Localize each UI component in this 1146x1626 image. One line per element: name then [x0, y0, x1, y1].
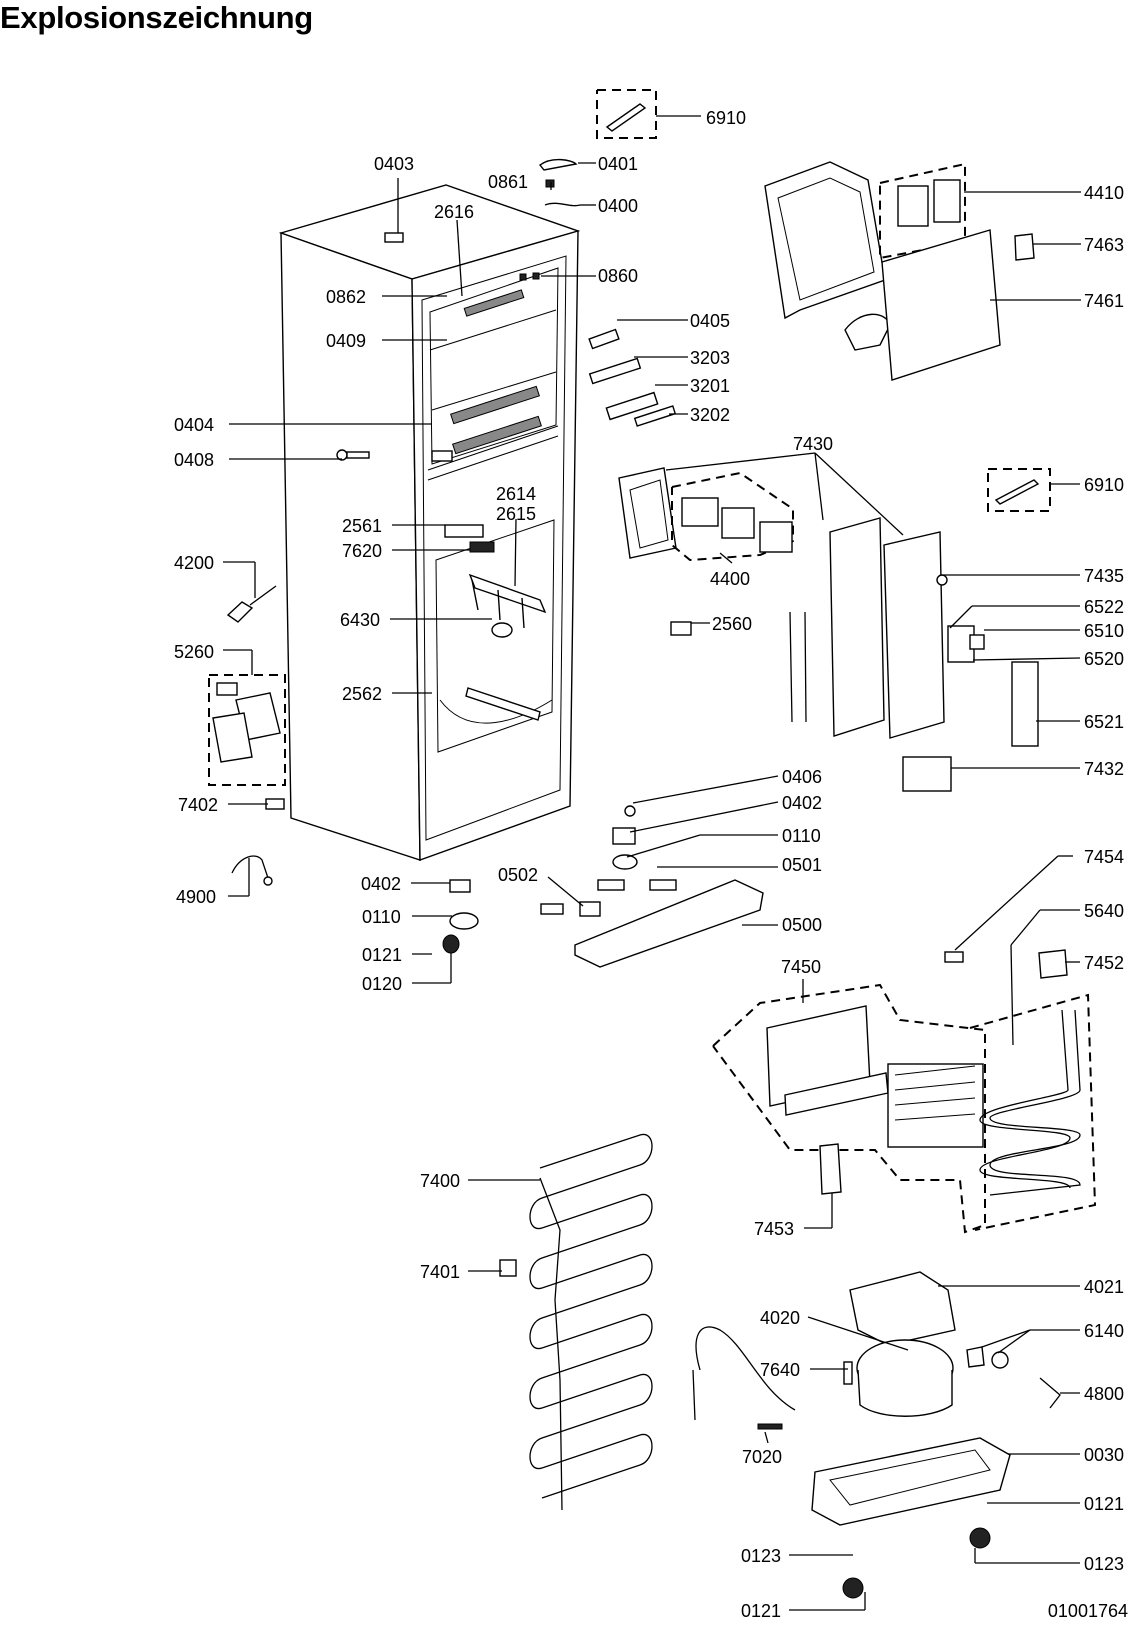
page-title: Explosionszeichnung: [0, 0, 313, 35]
callout-7401: 7401: [420, 1262, 460, 1282]
callout-2561: 2561: [342, 516, 382, 536]
callout-6522: 6522: [1084, 597, 1124, 617]
bottom-hinge-parts: [442, 805, 764, 968]
callout-4900: 4900: [176, 887, 216, 907]
callout-6510: 6510: [1084, 621, 1124, 641]
compressor-assembly: [692, 1271, 1061, 1599]
callout-6910-top: 6910: [706, 108, 746, 128]
callout-7453: 7453: [754, 1219, 794, 1239]
callout-0401: 0401: [598, 154, 638, 174]
callout-0408: 0408: [174, 450, 214, 470]
callout-0030: 0030: [1084, 1445, 1124, 1465]
callout-0110-right: 0110: [782, 826, 821, 846]
callout-0405: 0405: [690, 311, 730, 331]
callout-6520: 6520: [1084, 649, 1124, 669]
callout-7454: 7454: [1084, 847, 1124, 867]
callout-6140: 6140: [1084, 1321, 1124, 1341]
callout-4410: 4410: [1084, 183, 1124, 203]
callout-7452: 7452: [1084, 953, 1124, 973]
top-parts: [519, 89, 677, 427]
callout-labels: 6910 0403 0401 0861 0400 2616 0860 0862 …: [174, 108, 1124, 1621]
leader-lines: [223, 115, 1081, 1611]
callout-7402: 7402: [178, 795, 218, 815]
callout-0501: 0501: [782, 855, 822, 875]
callout-0121-bottom: 0121: [741, 1601, 781, 1621]
callout-0121-left: 0121: [362, 945, 402, 965]
back-condenser: [499, 1133, 653, 1511]
callout-3201: 3201: [690, 376, 730, 396]
cabinet-parts: [336, 232, 547, 721]
callout-0406: 0406: [782, 767, 822, 787]
callout-4400: 4400: [710, 569, 750, 589]
callout-2560: 2560: [712, 614, 752, 634]
callout-4200: 4200: [174, 553, 214, 573]
callout-7400: 7400: [420, 1171, 460, 1191]
callout-0402-right: 0402: [782, 793, 822, 813]
callout-7450: 7450: [781, 957, 821, 977]
document-number: 01001764: [1047, 1601, 1128, 1621]
callout-5640: 5640: [1084, 901, 1124, 921]
callout-2562: 2562: [342, 684, 382, 704]
left-loose-parts: [208, 585, 286, 886]
callout-0860: 0860: [598, 266, 638, 286]
callout-4020: 4020: [760, 1308, 800, 1328]
callout-0502: 0502: [498, 865, 538, 885]
callout-0861: 0861: [488, 172, 528, 192]
callout-0120: 0120: [362, 974, 402, 994]
callout-2615: 2615: [496, 504, 536, 524]
callout-0409: 0409: [326, 331, 366, 351]
callout-3203: 3203: [690, 348, 730, 368]
callout-0123-left: 0123: [741, 1546, 781, 1566]
callout-7463: 7463: [1084, 235, 1124, 255]
callout-7020: 7020: [742, 1447, 782, 1467]
refrigeration-assembly: [712, 944, 1097, 1234]
upper-right-assembly: [764, 161, 1035, 381]
callout-7430: 7430: [793, 434, 833, 454]
callout-6910-right: 6910: [1084, 475, 1124, 495]
callout-0402-left: 0402: [361, 874, 401, 894]
callout-6430: 6430: [340, 610, 380, 630]
callout-4021: 4021: [1084, 1277, 1124, 1297]
callout-0110-left: 0110: [362, 907, 401, 927]
callout-0121-right: 0121: [1084, 1494, 1124, 1514]
cabinet-body: [278, 184, 581, 861]
callout-7640: 7640: [760, 1360, 800, 1380]
callout-3202: 3202: [690, 405, 730, 425]
callout-0500: 0500: [782, 915, 822, 935]
callout-0403: 0403: [374, 154, 414, 174]
callout-5260: 5260: [174, 642, 214, 662]
callout-7461: 7461: [1084, 291, 1124, 311]
callout-7620: 7620: [342, 541, 382, 561]
callout-4800: 4800: [1084, 1384, 1124, 1404]
callout-0400: 0400: [598, 196, 638, 216]
callout-0123-right: 0123: [1084, 1554, 1124, 1574]
callout-0404: 0404: [174, 415, 214, 435]
callout-0862: 0862: [326, 287, 366, 307]
air-duct-assembly: [618, 467, 1051, 792]
callout-2614: 2614: [496, 484, 536, 504]
callout-2616: 2616: [434, 202, 474, 222]
callout-6521: 6521: [1084, 712, 1124, 732]
callout-7432: 7432: [1084, 759, 1124, 779]
callout-7435: 7435: [1084, 566, 1124, 586]
